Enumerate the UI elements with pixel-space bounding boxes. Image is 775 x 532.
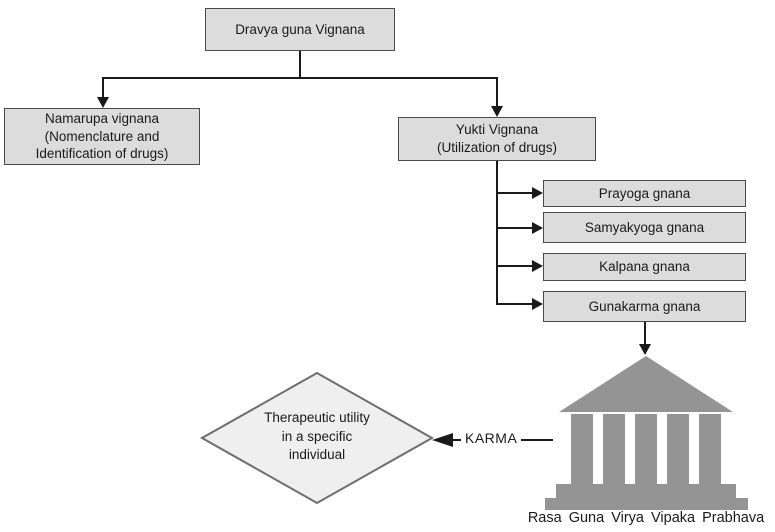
node-label: Dravya guna Vignana	[235, 21, 365, 37]
arrowhead-right-icon	[532, 298, 543, 310]
node-label-line: individual	[288, 447, 346, 463]
temple-pillar	[635, 414, 657, 484]
temple-pillar	[699, 414, 721, 484]
node-label-line: Yukti Vignana	[455, 122, 539, 138]
node-gunakarma-gnana: Gunakarma gnana	[543, 291, 746, 322]
node-label-line: (Utilization of drugs)	[436, 140, 558, 155]
node-label-line: (Nomenclature and	[44, 128, 160, 144]
temple-step-upper	[556, 484, 736, 498]
connector-branch-1	[497, 192, 533, 194]
node-kalpana-gnana: Kalpana gnana	[543, 253, 746, 281]
temple-pillar	[571, 414, 593, 484]
node-label-line: Identification of drugs)	[35, 146, 169, 162]
node-label-line: Therapeutic utility	[264, 410, 370, 425]
arrowhead-right-icon	[532, 260, 543, 272]
connector-yukti-trunk	[496, 161, 498, 305]
connector-to-yukti	[496, 77, 498, 106]
node-namarupa-vignana: Namarupa vignana (Nomenclature and Ident…	[4, 108, 200, 165]
arrowhead-right-icon	[532, 187, 543, 199]
arrowhead-down-icon	[639, 344, 651, 355]
temple-pillar	[667, 414, 689, 484]
connector-root-crossbar	[102, 77, 498, 79]
arrowhead-down-icon	[491, 106, 503, 117]
node-label: Gunakarma gnana	[588, 298, 701, 314]
node-label: Prayoga gnana	[598, 185, 691, 201]
node-samyakyoga-gnana: Samyakyoga gnana	[543, 212, 746, 243]
connector-root-stem	[299, 51, 301, 78]
temple-pillar	[603, 414, 625, 484]
node-prayoga-gnana: Prayoga gnana	[543, 180, 746, 207]
arrowhead-down-icon	[97, 97, 109, 108]
connector-branch-2	[497, 227, 533, 229]
node-yukti-vignana: Yukti Vignana (Utilization of drugs)	[398, 117, 596, 161]
node-label-line: in a specific	[281, 428, 353, 444]
arrowhead-left-icon	[432, 433, 453, 447]
node-label: Kalpana gnana	[599, 259, 690, 275]
temple-caption: Rasa Guna Virya Vipaka Prabhava	[527, 510, 765, 526]
node-label-line: Namarupa vignana	[44, 110, 160, 126]
arrowhead-right-icon	[532, 222, 543, 234]
node-therapeutic-utility: Therapeutic utility in a specific indivi…	[227, 409, 407, 465]
karma-label: KARMA	[461, 430, 522, 446]
connector-to-namarupa	[102, 77, 104, 98]
node-dravya-guna-vignana: Dravya guna Vignana	[205, 8, 395, 51]
node-label: Samyakyoga gnana	[584, 219, 705, 235]
connector-branch-3	[497, 265, 533, 267]
temple-step-lower	[545, 498, 748, 510]
connector-gunakarma-temple	[644, 322, 646, 345]
temple-pediment	[559, 356, 733, 412]
connector-branch-4	[497, 303, 533, 305]
diamond-shape	[199, 371, 435, 505]
